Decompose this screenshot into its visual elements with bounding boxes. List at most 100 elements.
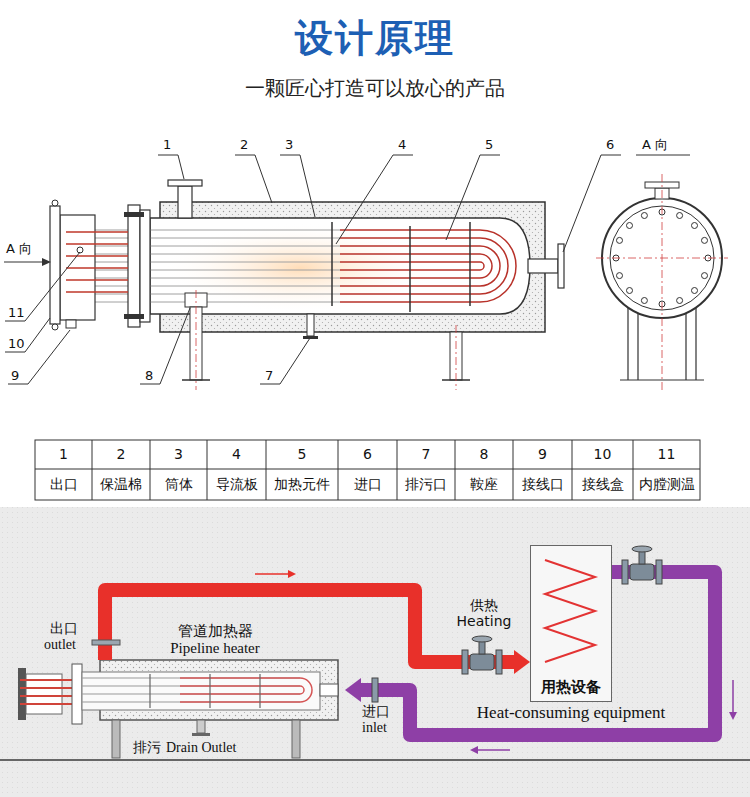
heater-section-drawing bbox=[303, 336, 318, 339]
heater-caption: 管道加热器Pipeline heater bbox=[155, 622, 275, 660]
end-view-drawing bbox=[627, 288, 633, 294]
pipeline-heater-drawing bbox=[20, 680, 72, 704]
table-cell: 7 bbox=[397, 440, 455, 469]
heater-section-drawing bbox=[128, 205, 140, 327]
callout-number: 11 bbox=[8, 305, 25, 320]
table-cell: 内膛测温 bbox=[633, 469, 700, 500]
equipment-drawing bbox=[530, 545, 612, 702]
heater-section-drawing bbox=[50, 180, 564, 390]
table-cell: 导流板 bbox=[207, 469, 266, 500]
pipe-line bbox=[105, 590, 514, 662]
pipe-fittings bbox=[622, 560, 628, 584]
subtitle: 一颗匠心打造可以放心的产品 bbox=[245, 76, 505, 100]
heater-section-drawing bbox=[528, 259, 558, 273]
port-label: 排污 bbox=[133, 739, 161, 755]
end-view-drawing bbox=[677, 213, 683, 219]
callout-number: 10 bbox=[8, 336, 25, 351]
pipeline-heater-drawing bbox=[82, 678, 300, 702]
heater-section-drawing bbox=[160, 223, 440, 313]
table-cell: 9 bbox=[513, 440, 572, 469]
callout-number: 2 bbox=[240, 137, 248, 152]
pipeline-heater-drawing bbox=[192, 733, 210, 736]
heater-section-drawing bbox=[66, 320, 76, 328]
flow-direction-arrows bbox=[729, 712, 737, 720]
pipeline-heater-node: 管道加热器Pipeline heater bbox=[95, 660, 345, 720]
flow-panel-background bbox=[0, 759, 750, 761]
pipe-fittings bbox=[462, 650, 468, 674]
table-cell: 6 bbox=[338, 440, 397, 469]
heater-section-drawing bbox=[52, 324, 58, 330]
heater-section-drawing bbox=[140, 210, 150, 322]
table-cell: 排污口 bbox=[397, 469, 455, 500]
end-view-drawing bbox=[627, 223, 633, 229]
end-view-drawing bbox=[596, 174, 728, 390]
pipe-fittings bbox=[372, 678, 378, 702]
pipe-fittings bbox=[470, 654, 494, 670]
node-caption: Heat-consuming equipment bbox=[477, 703, 665, 722]
edge-label: 供热 Heating bbox=[452, 597, 516, 629]
heater-section-drawing bbox=[178, 186, 192, 218]
flow-direction-arrows bbox=[288, 570, 296, 578]
view-label: A 向 bbox=[6, 241, 32, 256]
pipe-fittings bbox=[632, 546, 652, 552]
pipeline-heater-drawing bbox=[292, 720, 300, 758]
leader-lines bbox=[5, 155, 690, 384]
table-cell: 1 bbox=[35, 440, 92, 469]
heater-section-drawing bbox=[182, 379, 470, 381]
heater-section-drawing bbox=[52, 200, 58, 206]
parts-table-grid bbox=[35, 440, 700, 500]
parts-table-grid bbox=[35, 440, 700, 500]
callout-number: 7 bbox=[265, 368, 273, 383]
end-view-drawing bbox=[596, 174, 728, 390]
table-cell: 3 bbox=[150, 440, 207, 469]
parts-table-grid bbox=[35, 440, 700, 500]
leader-lines bbox=[4, 261, 42, 262]
table-cell: 保温棉 bbox=[92, 469, 150, 500]
table-cell: 进口 bbox=[338, 469, 397, 500]
end-view-drawing bbox=[702, 273, 708, 279]
pipe-fittings bbox=[639, 551, 645, 564]
table-cell: 加热元件 bbox=[266, 469, 338, 500]
callout-number: 9 bbox=[11, 368, 19, 383]
heater-section-drawing bbox=[332, 222, 470, 312]
heater-section-drawing bbox=[66, 232, 128, 292]
heater-section-drawing bbox=[64, 230, 340, 302]
flow-panel-background bbox=[0, 507, 750, 797]
callout-number: 4 bbox=[398, 137, 406, 152]
pipe-fittings bbox=[92, 640, 120, 645]
port-label: inlet bbox=[362, 720, 387, 736]
flow-direction-arrows bbox=[478, 749, 510, 751]
port-label: 出口 bbox=[50, 620, 78, 636]
table-cell: 鞍座 bbox=[455, 469, 513, 500]
table-cell: 2 bbox=[92, 440, 150, 469]
table-cell: 4 bbox=[207, 440, 266, 469]
end-view-drawing bbox=[692, 288, 698, 294]
end-view-drawing bbox=[641, 298, 647, 304]
heater-section-drawing bbox=[124, 212, 144, 217]
pipe-fittings bbox=[92, 546, 662, 702]
table-cell: 接线盒 bbox=[572, 469, 633, 500]
callout-number: 3 bbox=[285, 137, 293, 152]
pipe-fittings bbox=[630, 564, 654, 580]
table-cell: 出口 bbox=[35, 469, 92, 500]
pipeline-heater-drawing bbox=[72, 664, 82, 724]
heater-section-drawing bbox=[307, 314, 314, 336]
pipeline-heater-drawing bbox=[150, 674, 260, 708]
arrowhead bbox=[514, 650, 530, 674]
pipe-fittings bbox=[496, 650, 502, 674]
end-view-drawing bbox=[692, 223, 698, 229]
pipeline-heater-drawing bbox=[112, 720, 120, 758]
heat-consuming-equipment-box: 用热设备Heat-consuming equipment bbox=[530, 545, 612, 702]
table-cell: 10 bbox=[572, 440, 633, 469]
port-label: Drain Outlet bbox=[166, 740, 236, 756]
arrowhead bbox=[345, 678, 361, 702]
pipe-line bbox=[361, 572, 715, 735]
end-view-drawing bbox=[677, 298, 683, 304]
equipment-drawing bbox=[545, 560, 595, 662]
view-label: A 向 bbox=[642, 137, 668, 152]
heater-section-drawing bbox=[124, 314, 144, 319]
